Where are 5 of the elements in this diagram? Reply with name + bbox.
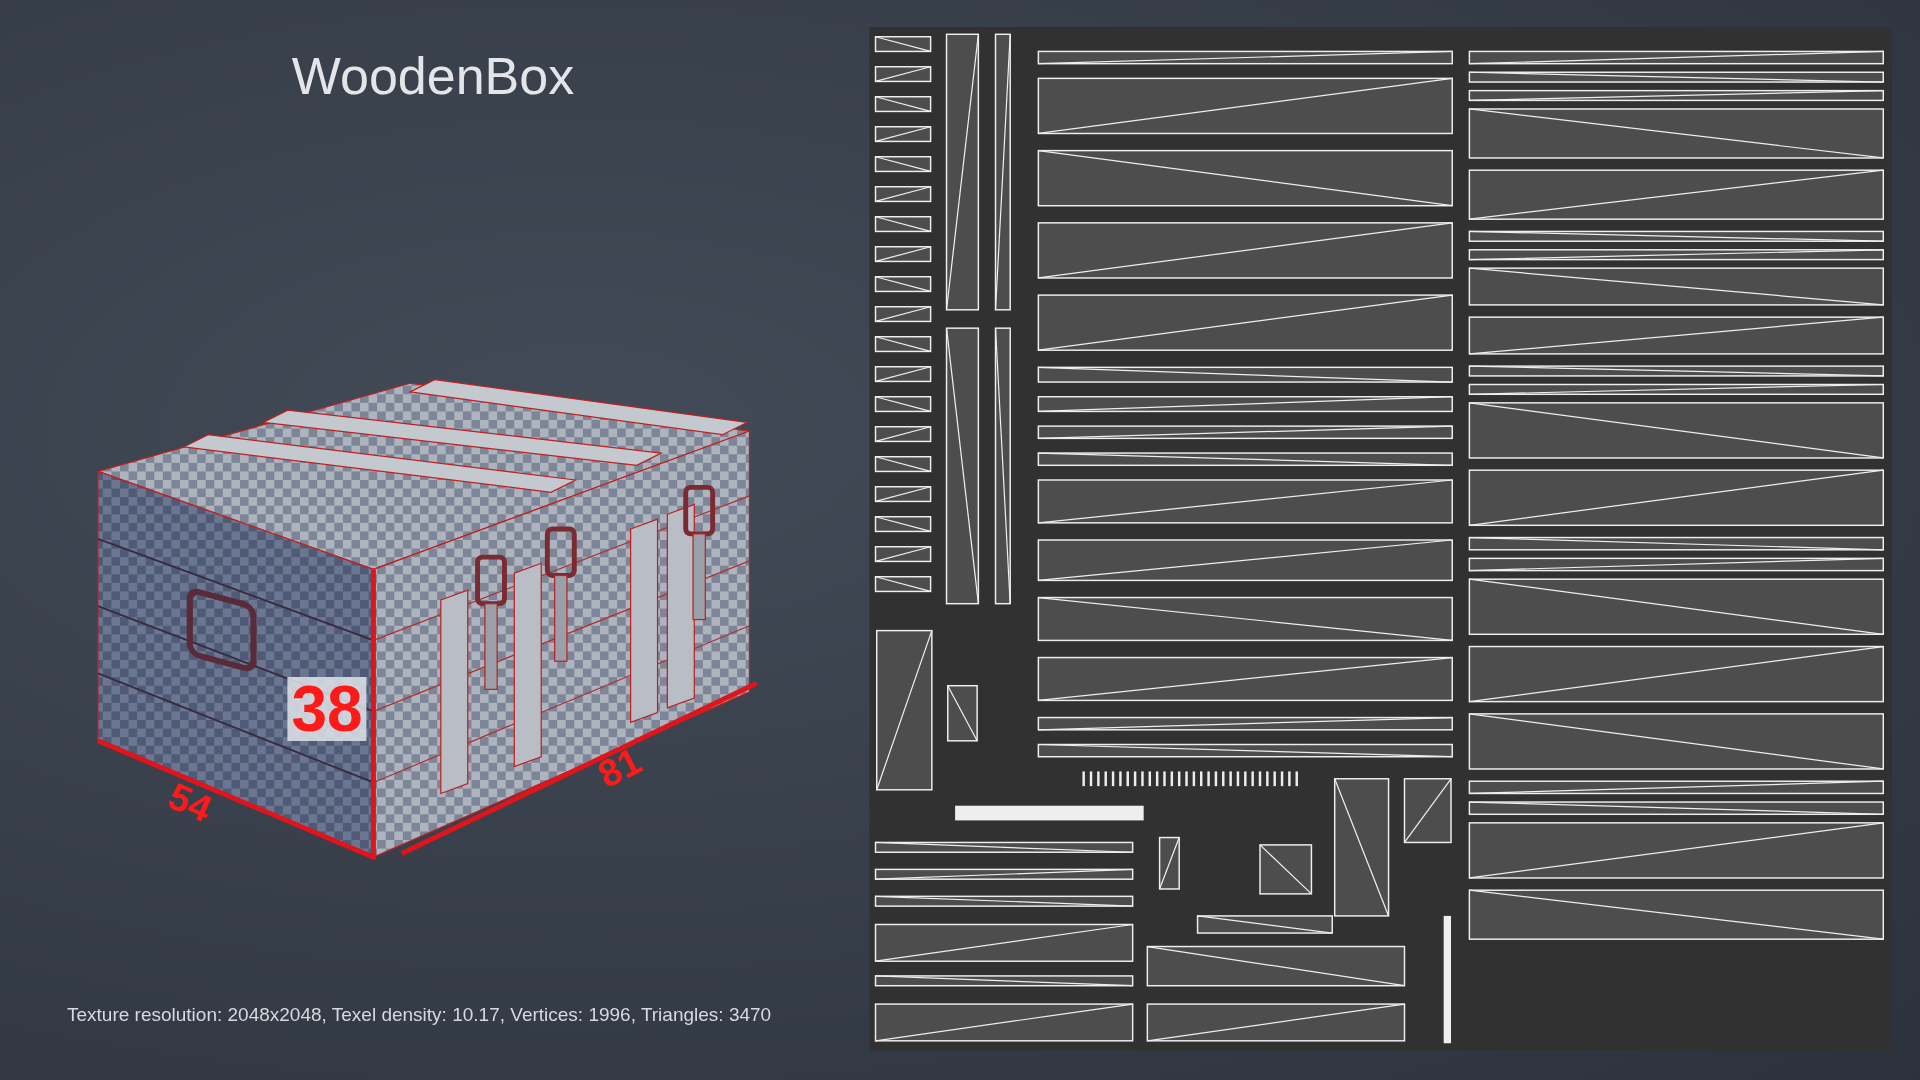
title: WoodenBox	[291, 46, 575, 106]
dimension-label: 38	[287, 677, 367, 741]
caption: Texture resolution: 2048x2048, Texel density: 10.17, Vertices: 1996, Triangles: 3470	[67, 1004, 772, 1026]
dimension-label: 81	[591, 739, 649, 797]
dimension-label: 54	[161, 774, 219, 832]
